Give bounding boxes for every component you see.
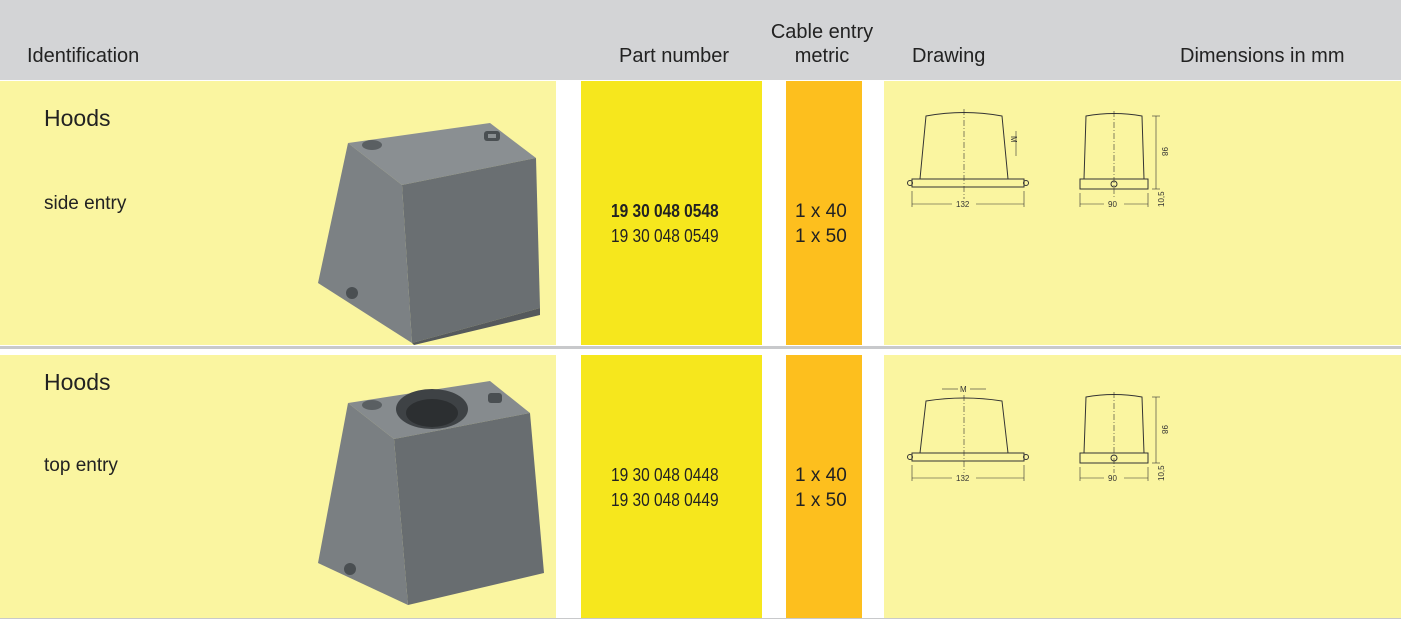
header-cable-entry-line1: Cable entry [770, 21, 874, 43]
cable-entry-list: 1 x 40 1 x 50 [795, 199, 847, 249]
cable-entry-value: 1 x 50 [795, 226, 847, 247]
part-number-cell: 19 30 048 0448 19 30 048 0449 [581, 355, 762, 619]
header-drawing: Drawing [912, 45, 986, 67]
drawing-cell: 132 M 90 98 10,5 [884, 81, 1401, 345]
table-header: Identification Part number Cable entry m… [0, 0, 1401, 80]
cable-entry-cell: 1 x 40 1 x 50 [786, 81, 862, 345]
header-dimensions: Dimensions in mm [1180, 45, 1345, 67]
hood-side-entry-image [318, 123, 540, 345]
part-number: 19 30 048 0549 [611, 226, 719, 246]
identification-cell: Hoods top entry [0, 355, 556, 619]
header-cable-entry-line2: metric [794, 45, 850, 67]
cable-entry-value: 1 x 40 [795, 201, 847, 222]
front-view-drawing: M 132 [907, 385, 1029, 483]
product-title: Hoods [44, 105, 111, 131]
part-number-list: 19 30 048 0548 19 30 048 0549 [611, 199, 736, 249]
cable-entry-cell: 1 x 40 1 x 50 [786, 355, 862, 619]
row-divider [0, 346, 1401, 349]
part-number-list: 19 30 048 0448 19 30 048 0449 [611, 463, 736, 513]
part-number-cell: 19 30 048 0548 19 30 048 0549 [581, 81, 762, 345]
front-view-drawing: 132 M [907, 109, 1029, 209]
identification-cell: Hoods side entry [0, 81, 556, 345]
drawing-depth-label: 90 [1108, 200, 1117, 209]
cable-entry-list: 1 x 40 1 x 50 [795, 463, 847, 513]
drawing-base-label: 10,5 [1157, 465, 1166, 481]
drawing-m-label: M [1009, 136, 1018, 143]
part-number: 19 30 048 0548 [611, 201, 719, 221]
part-number: 19 30 048 0448 [611, 465, 719, 485]
product-subtitle: top entry [44, 455, 118, 476]
table-row: Hoods side entry 19 30 048 0548 19 30 04… [0, 81, 1401, 345]
product-title: Hoods [44, 369, 111, 395]
drawing-cell: M 132 90 98 10,5 [884, 355, 1401, 619]
part-number: 19 30 048 0449 [611, 490, 719, 510]
drawing-height-label: 98 [1160, 425, 1169, 434]
side-view-drawing: 90 98 10,5 [1079, 111, 1169, 209]
drawing-width-label: 132 [956, 474, 970, 483]
product-subtitle: side entry [44, 193, 127, 214]
hood-top-entry-image [318, 381, 544, 605]
table-row: Hoods top entry 19 30 048 0448 19 30 048… [0, 355, 1401, 619]
side-view-drawing: 90 98 10,5 [1079, 392, 1169, 483]
drawing-height-label: 98 [1160, 147, 1169, 156]
drawing-width-label: 132 [956, 200, 970, 209]
drawing-base-label: 10,5 [1157, 191, 1166, 207]
cable-entry-value: 1 x 40 [795, 465, 847, 486]
header-cable-entry: Cable entry metric [766, 20, 878, 68]
header-part-number: Part number [619, 45, 730, 67]
drawing-m-label: M [960, 385, 967, 394]
cable-entry-value: 1 x 50 [795, 490, 847, 511]
header-identification: Identification [27, 45, 140, 67]
drawing-depth-label: 90 [1108, 474, 1117, 483]
